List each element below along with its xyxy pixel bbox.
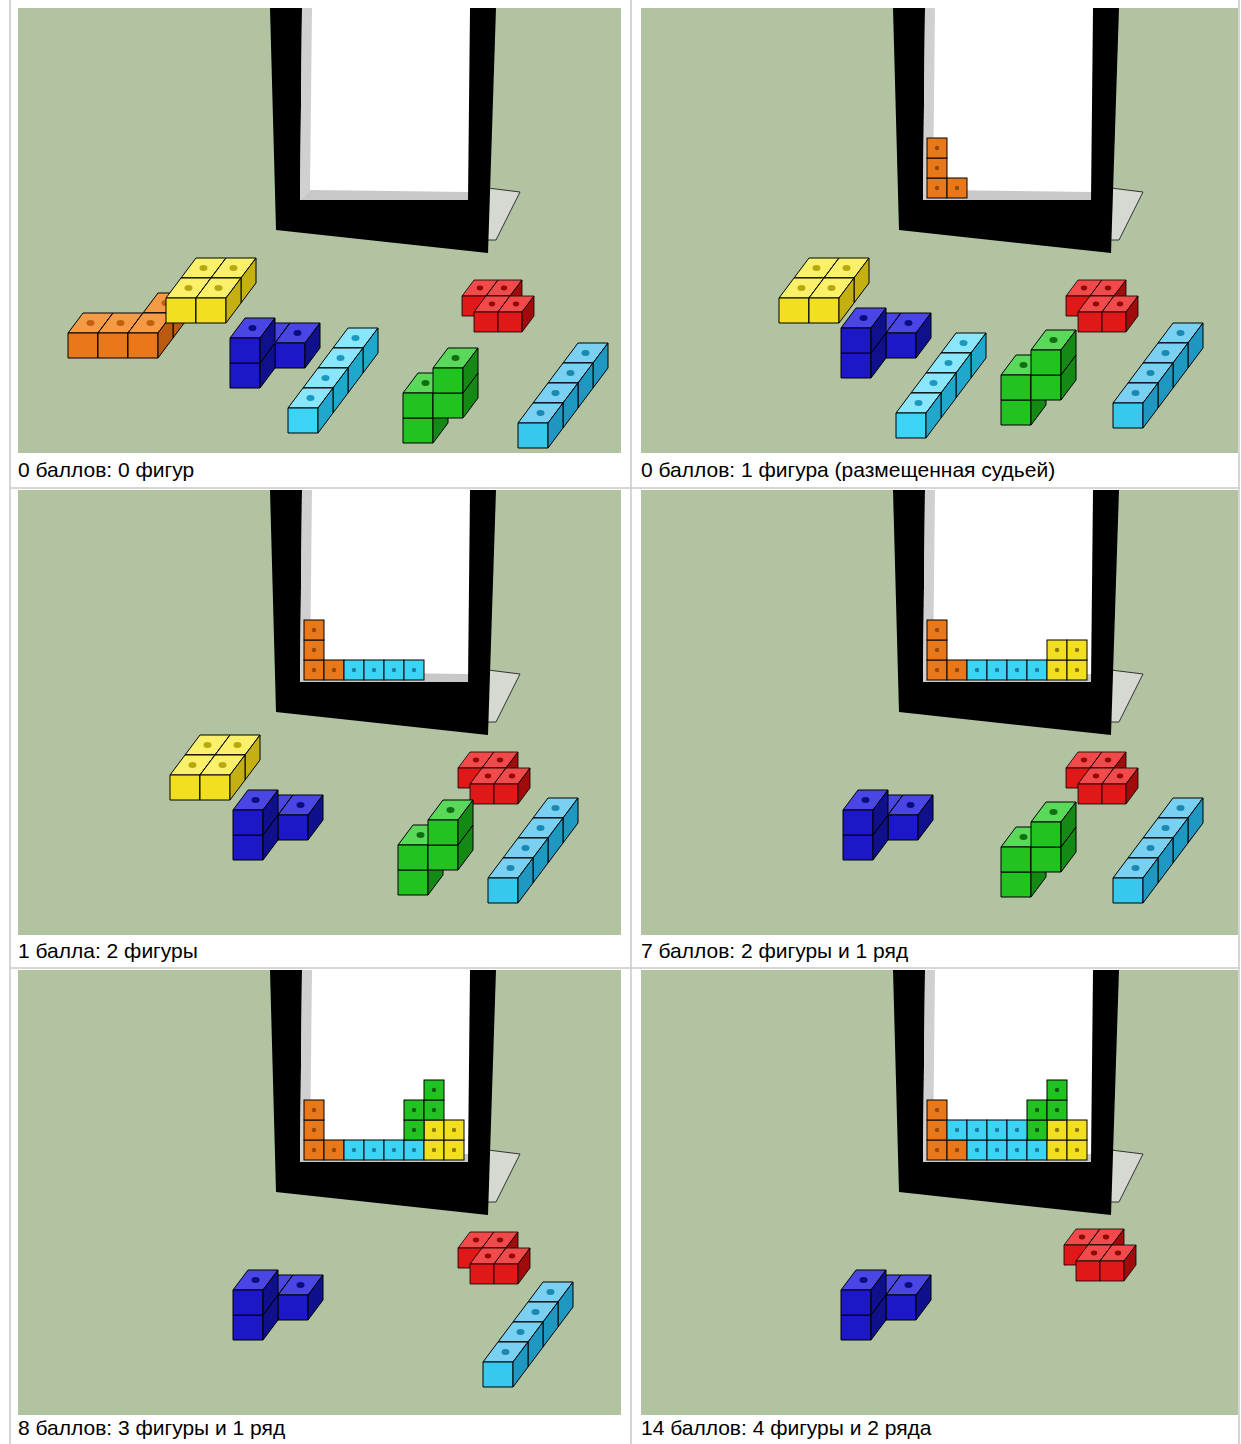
grid-line (9, 0, 11, 1444)
green-piece (403, 348, 478, 443)
panel-ground (18, 970, 621, 1415)
stick-piece (1113, 798, 1203, 903)
caption: 8 баллов: 3 фигуры и 1 ряд (18, 1416, 285, 1440)
placed-green (1027, 1080, 1067, 1140)
panel-ground (18, 490, 621, 935)
caption: 0 баллов: 1 фигура (размещенная судьей) (641, 458, 1055, 482)
cyan-piece (896, 333, 986, 438)
panel-ground (641, 970, 1238, 1415)
table-grid (10, 0, 1239, 1444)
placed-orange (927, 138, 967, 198)
red-piece (1066, 280, 1138, 332)
green-piece (1001, 330, 1076, 425)
panel (641, 490, 1238, 935)
blue-piece (841, 308, 931, 378)
panel (641, 970, 1238, 1415)
blue-piece (233, 1270, 323, 1340)
frame (893, 970, 1143, 1215)
grid-line (10, 967, 1239, 969)
grid-line (1238, 0, 1240, 1444)
placed-orange (304, 1100, 344, 1160)
panel (18, 8, 621, 453)
placed-cyan (967, 1140, 1047, 1160)
green-piece (1001, 802, 1076, 897)
placed-orange (927, 620, 967, 680)
caption: 7 баллов: 2 фигуры и 1 ряд (641, 939, 908, 963)
placed-cyan (947, 1120, 1027, 1140)
red-piece (1064, 1229, 1136, 1281)
frame (270, 970, 520, 1215)
caption: 14 баллов: 4 фигуры и 2 ряда (641, 1416, 932, 1440)
placed-yellow (424, 1120, 464, 1160)
placed-yellow (1047, 640, 1087, 680)
stick-piece (488, 798, 578, 903)
caption: 0 баллов: 0 фигур (18, 458, 194, 482)
stick-piece (483, 1282, 573, 1387)
blue-piece (230, 318, 320, 388)
stick-piece (518, 343, 608, 448)
frame (893, 8, 1143, 253)
stick-piece (1113, 323, 1203, 428)
panel-ground (18, 8, 621, 453)
red-piece (1066, 752, 1138, 804)
red-piece (458, 752, 530, 804)
cyan-piece (288, 328, 378, 433)
panel (18, 970, 621, 1415)
panel (18, 490, 621, 935)
panel-ground (641, 8, 1238, 453)
panel (641, 8, 1238, 453)
placed-cyan (344, 660, 424, 680)
grid-line (630, 0, 632, 1444)
frame (270, 8, 520, 253)
blue-piece (233, 790, 323, 860)
placed-orange (304, 620, 344, 680)
frame (893, 490, 1143, 735)
blue-piece (843, 790, 933, 860)
yellow-piece (170, 735, 260, 800)
grid-line (10, 487, 1239, 489)
frame (270, 490, 520, 735)
placed-green (404, 1080, 444, 1140)
red-piece (458, 1232, 530, 1284)
placed-yellow (1047, 1120, 1087, 1160)
placed-cyan (967, 660, 1047, 680)
blue-piece (841, 1270, 931, 1340)
yellow-piece (166, 258, 256, 323)
green-piece (398, 800, 473, 895)
panel-ground (641, 490, 1238, 935)
placed-cyan (344, 1140, 424, 1160)
red-piece (462, 280, 534, 332)
caption: 1 балла: 2 фигуры (18, 939, 198, 963)
